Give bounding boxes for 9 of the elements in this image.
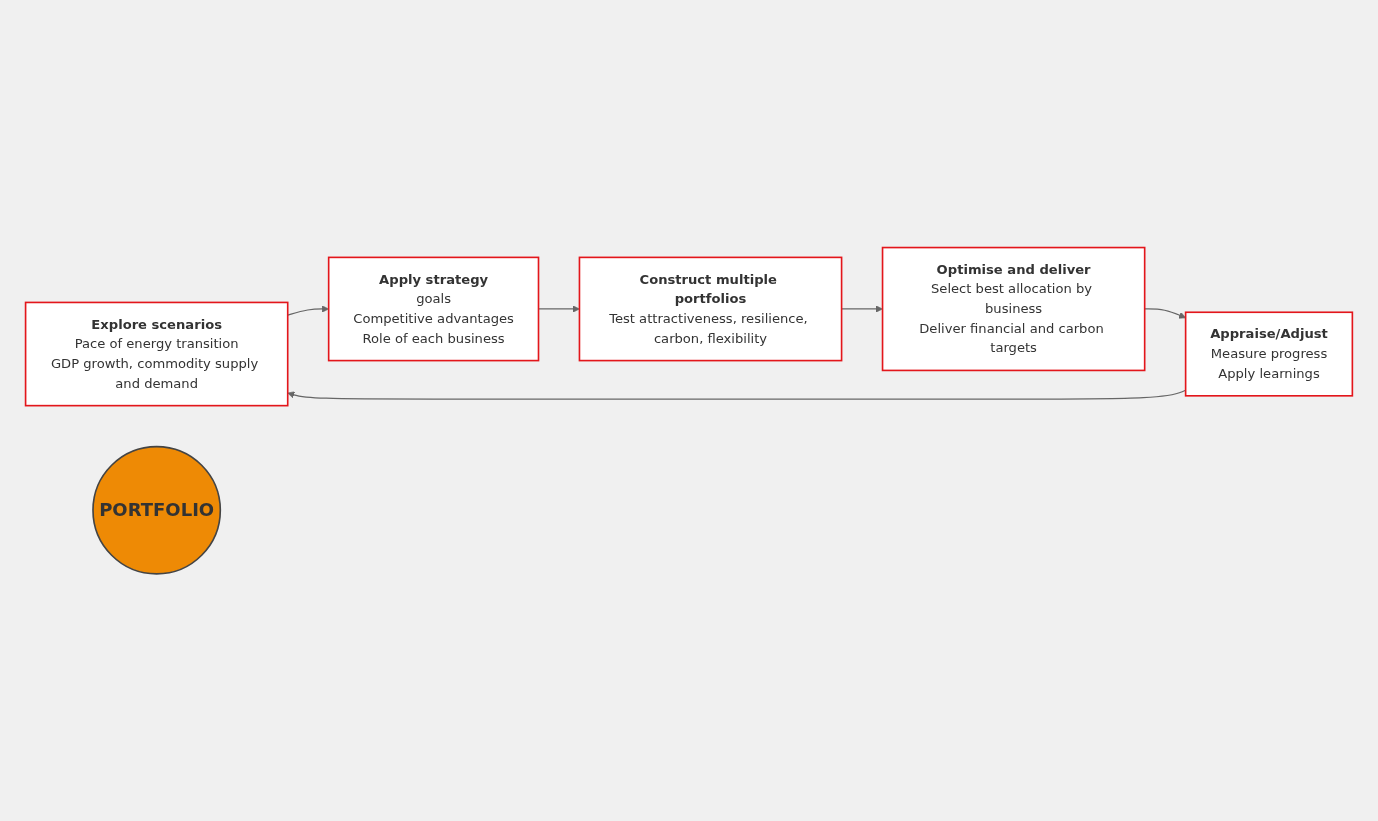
node-box: Explore scenarios Pace of energy transition GDP growth, commodity supply and demand: [24, 301, 289, 407]
node-box: Construct multiple portfolios Test attractiveness, resilience, carbon, flexibility: [578, 256, 843, 362]
arrow: [287, 305, 329, 316]
arrow: [841, 305, 883, 313]
node-circle: PORTFOLIO: [92, 445, 222, 575]
node-box: Optimise and deliver Select best allocation by business Deliver financial and carbon targets: [881, 246, 1146, 371]
node-box: Apply strategy goals Competitive advantages Role of each business: [327, 256, 540, 362]
arrow: [1144, 308, 1186, 319]
node-box: Appraise/Adjust Measure progress Apply learnings: [1184, 311, 1354, 397]
